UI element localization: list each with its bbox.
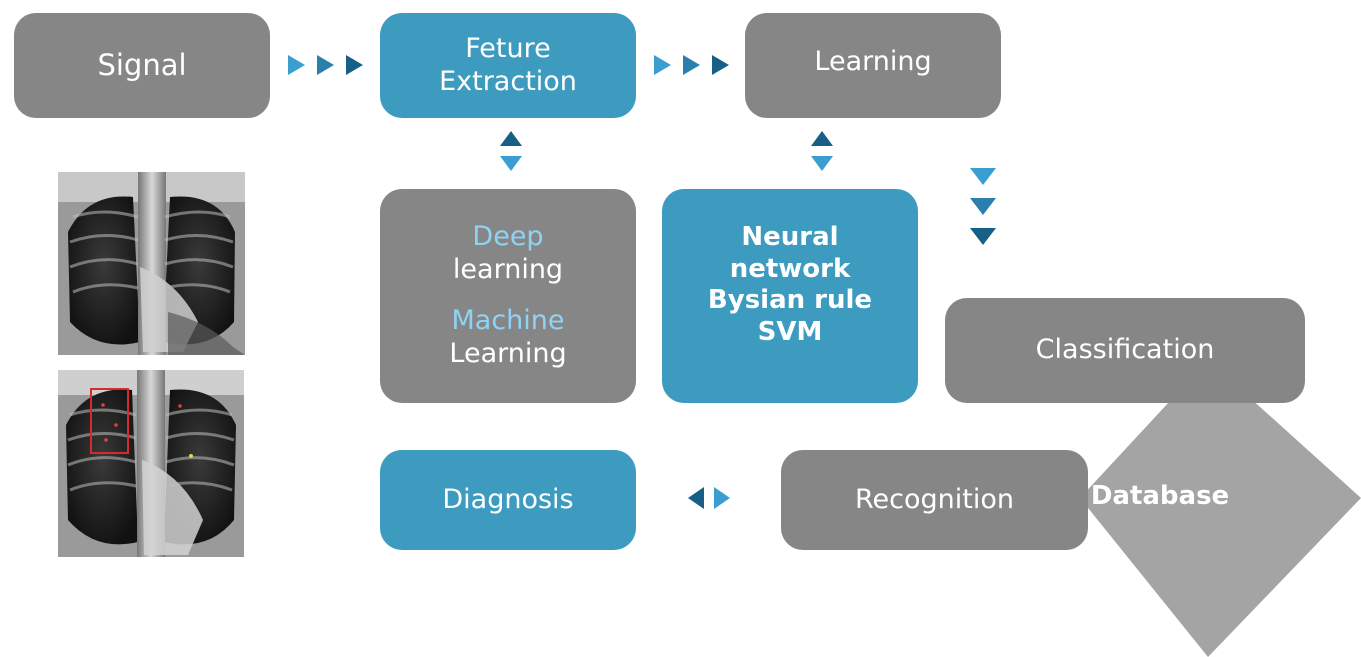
- annotation-marker: [178, 404, 182, 408]
- diagnosis-node: Diagnosis: [380, 450, 636, 550]
- feature-extraction-node: Feture Extraction: [380, 13, 636, 118]
- feature-extraction-label-line1: Feture: [465, 32, 551, 64]
- signal-node: Signal: [14, 13, 270, 118]
- algorithm-item: Bysian rule: [707, 285, 873, 316]
- triple-right-arrow-icon: [654, 55, 729, 75]
- triple-right-arrow-icon: [288, 55, 363, 75]
- machine-label: Machine: [451, 305, 565, 336]
- chest-xray-image-annotated: [58, 370, 244, 557]
- algorithms-node: Neural network Bysian rule SVM: [662, 189, 918, 403]
- algorithm-item: SVM: [757, 317, 823, 348]
- classification-node: Classification: [945, 298, 1305, 403]
- annotation-marker: [114, 423, 118, 427]
- deep-label: Deep: [472, 221, 544, 253]
- algorithm-item: Neural: [741, 222, 839, 252]
- signal-label: Signal: [97, 47, 187, 82]
- recognition-label: Recognition: [855, 483, 1014, 515]
- annotation-marker: [189, 454, 193, 458]
- annotation-marker: [104, 438, 108, 442]
- annotation-box: [90, 388, 129, 454]
- classification-label: Classification: [1035, 334, 1215, 366]
- machine-learning-label: Learning: [449, 337, 567, 369]
- learning-label: Learning: [814, 46, 932, 77]
- left-right-arrow-icon: [688, 487, 730, 509]
- up-down-arrow-icon: [811, 131, 833, 171]
- methods-node: Deep learning Machine Learning: [380, 189, 636, 403]
- up-down-arrow-icon: [500, 131, 522, 171]
- triple-down-arrow-icon: [970, 168, 996, 245]
- chest-xray-image-normal: [58, 172, 245, 355]
- learning-node: Learning: [745, 13, 1001, 118]
- diagnosis-label: Diagnosis: [442, 483, 574, 515]
- database-diamond: [1080, 360, 1361, 657]
- annotation-marker: [101, 403, 105, 407]
- database-label: Database: [1090, 481, 1230, 511]
- deep-learning-label: learning: [452, 254, 564, 286]
- feature-extraction-label-line2: Extraction: [439, 65, 577, 97]
- algorithm-item: network: [729, 253, 851, 284]
- recognition-node: Recognition: [781, 450, 1088, 550]
